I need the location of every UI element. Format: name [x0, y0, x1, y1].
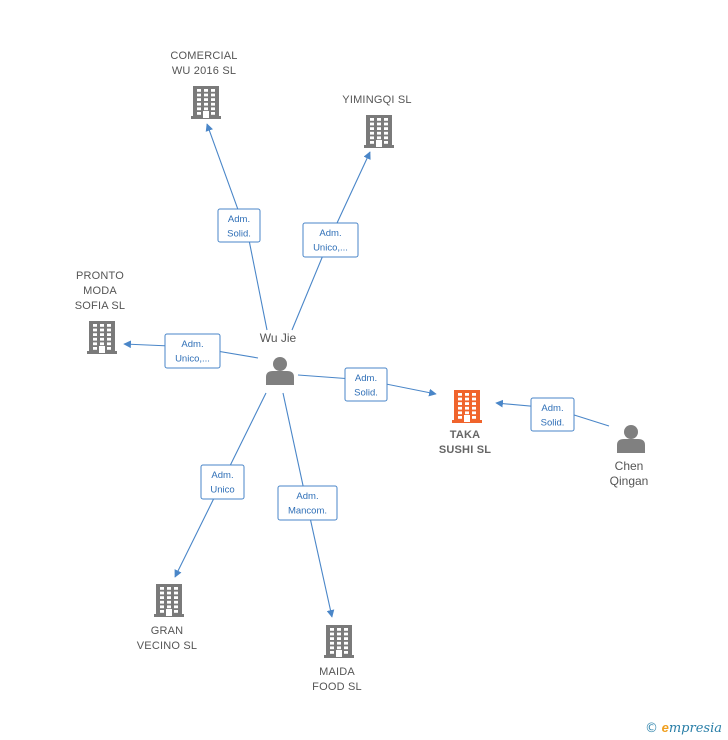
building-icon: [154, 584, 184, 617]
node-wujie[interactable]: Wu Jie: [260, 331, 297, 385]
edge-role-text: Unico,...: [175, 354, 210, 365]
node-comercial[interactable]: COMERCIAL WU 2016 SL: [170, 50, 237, 119]
building-icon: [191, 86, 221, 119]
edge-role-label: Adm. Unico: [200, 464, 245, 500]
edge-role-text: Solid.: [354, 388, 378, 399]
edge-role-text: Adm.: [211, 470, 233, 481]
node-maida[interactable]: MAIDA FOOD SL: [312, 625, 362, 693]
edge-role-text: Adm.: [355, 373, 377, 384]
edge-role-label: Adm. Unico,...: [164, 333, 221, 369]
edge-role-text: Adm.: [296, 491, 318, 502]
node-label: Wu Jie: [260, 331, 297, 345]
footer-brand: © empresia: [645, 720, 722, 736]
brand-logo-text: mpresia: [668, 721, 722, 736]
edge-role-label: Adm. Unico,...: [302, 222, 359, 258]
node-label: COMERCIAL: [170, 50, 237, 62]
edge-chen-taka: Adm. Solid.: [495, 397, 610, 432]
edge-role-text: Mancom.: [288, 506, 327, 517]
edge-role-label: Adm. Solid.: [530, 397, 575, 432]
node-label: PRONTO: [76, 270, 124, 282]
edge-wujie-gran: Adm. Unico: [174, 392, 267, 578]
edges-layer: Adm.Solid.Adm.Unico,...Adm.Unico,...Adm.…: [123, 123, 610, 618]
copyright-symbol: ©: [645, 721, 658, 736]
edge-role-text: Solid.: [541, 418, 565, 429]
node-label: SUSHI SL: [439, 444, 491, 456]
building-icon: [452, 390, 482, 423]
node-label: YIMINGQI SL: [342, 94, 411, 106]
node-label: MAIDA: [319, 666, 355, 678]
node-label: WU 2016 SL: [172, 65, 236, 77]
edge-role-text: Adm.: [541, 403, 563, 414]
node-label: TAKA: [450, 429, 481, 441]
edge-wujie-comercial: Adm. Solid.: [205, 123, 268, 331]
edge-role-label: Adm. Solid.: [217, 208, 261, 243]
node-gran[interactable]: GRAN VECINO SL: [137, 584, 198, 652]
node-label: MODA: [83, 285, 117, 297]
node-label: Chen: [615, 459, 644, 473]
edge-role-text: Solid.: [227, 229, 251, 240]
node-label: VECINO SL: [137, 640, 198, 652]
edge-role-label: Adm. Mancom.: [277, 485, 338, 521]
node-label: GRAN: [151, 625, 184, 637]
edge-role-text: Adm.: [319, 228, 341, 239]
edge-role-text: Adm.: [228, 214, 250, 225]
building-icon: [87, 321, 117, 354]
node-pronto[interactable]: PRONTO MODA SOFIA SL: [75, 270, 126, 354]
edge-role-label: Adm. Solid.: [344, 367, 388, 402]
building-icon: [364, 115, 394, 148]
building-icon: [324, 625, 354, 658]
node-label: FOOD SL: [312, 681, 362, 693]
brand-logo-initial: e: [661, 720, 669, 735]
node-label: SOFIA SL: [75, 300, 126, 312]
edge-wujie-pronto: Adm. Unico,...: [123, 333, 259, 369]
edge-role-text: Unico: [210, 485, 234, 496]
node-yimingqi[interactable]: YIMINGQI SL: [342, 94, 412, 148]
edge-wujie-taka: Adm. Solid.: [297, 367, 437, 402]
node-label: Qingan: [610, 474, 649, 488]
node-taka[interactable]: TAKA SUSHI SL: [439, 390, 491, 456]
edge-wujie-yimingqi: Adm. Unico,...: [291, 151, 371, 331]
edge-role-text: Adm.: [181, 339, 203, 350]
person-icon: [617, 425, 645, 453]
person-icon: [266, 357, 294, 385]
edge-wujie-maida: Adm. Mancom.: [277, 392, 338, 618]
edge-role-text: Unico,...: [313, 243, 348, 254]
